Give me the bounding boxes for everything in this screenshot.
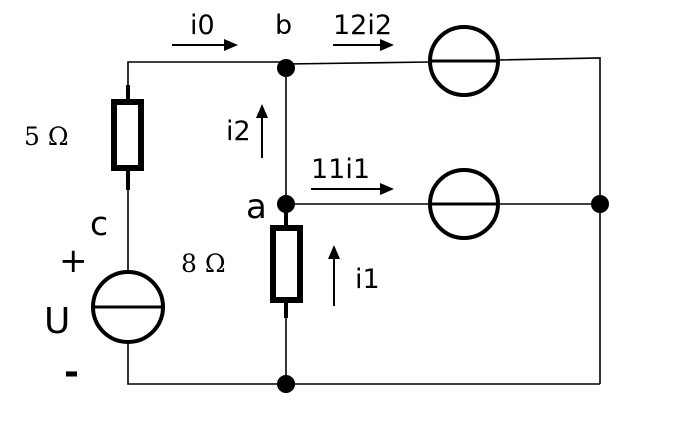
node-dots [277,59,609,393]
voltage-source-u [91,270,165,344]
node-dot-a [277,195,295,213]
label-node-a: a [246,187,267,227]
label-i1: i1 [355,264,380,295]
wires [127,57,601,385]
label-i0: i0 [190,10,215,41]
label-plus: + [59,241,88,281]
label-11i1: 11i1 [311,154,370,185]
current-arrows [172,39,394,306]
controlled-source-middle [428,168,500,240]
resistor-8-ohm-body [270,225,303,303]
resistor-5-ohm-body [111,99,144,171]
node-dot-bottom [277,375,295,393]
arrow-11i1-head [380,183,394,195]
wire-top-left [127,61,286,100]
label-8-ohm: 8 Ω [181,249,226,278]
resistor-8-ohm [270,205,303,318]
arrow-12i2-head [380,39,394,51]
labels: i0 b 12i2 5 Ω i2 11i1 a c 8 Ω + i1 U - [24,10,392,393]
arrow-i0-head [224,39,238,51]
label-minus: - [64,352,79,393]
node-dot-b [277,59,295,77]
wire-top-to-source [285,61,431,65]
wire-bottom [127,342,600,385]
node-dot-right [591,195,609,213]
label-node-b: b [275,10,292,41]
arrow-i1-head [328,245,340,259]
controlled-source-top [428,25,500,97]
arrow-i2-head [256,104,268,118]
resistor-5-ohm [111,85,144,190]
label-5-ohm: 5 Ω [24,122,69,151]
wire-top-right [497,57,601,384]
label-i2: i2 [226,116,251,147]
label-node-c: c [90,204,108,243]
label-12i2: 12i2 [333,10,392,41]
label-source-u: U [44,301,70,342]
